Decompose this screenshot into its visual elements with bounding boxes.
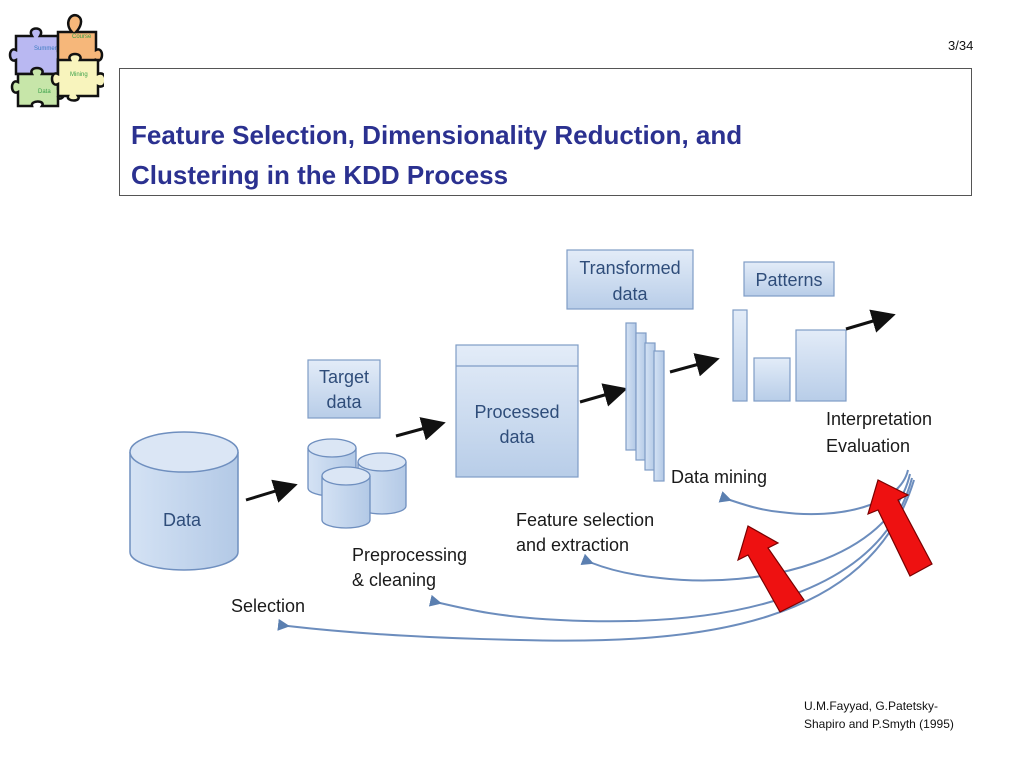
logo-label-course: Course — [72, 34, 92, 40]
patterns-label: Patterns — [755, 270, 822, 290]
step-interpretation-label: Interpretation — [826, 409, 932, 429]
feedback-to-selection — [277, 479, 915, 642]
transformed-data-label-2: data — [612, 284, 648, 304]
target-cylinders-icon — [307, 438, 407, 529]
title-line-1: Feature Selection, Dimensionality Reduct… — [131, 120, 743, 150]
step-data-mining-label: Data mining — [671, 467, 767, 487]
transformed-sheets-icon — [625, 322, 665, 482]
highlight-arrow-feature-selection-icon — [737, 525, 805, 613]
processed-data-box — [455, 344, 579, 478]
puzzle-logo: Summer Course Mining Data — [8, 13, 104, 108]
target-data-box — [307, 359, 381, 419]
arrow-target-to-processed — [395, 417, 446, 441]
target-data-label-1: Target — [319, 367, 369, 387]
feedback-to-feature — [580, 473, 911, 582]
logo-label-mining: Mining — [70, 72, 88, 78]
arrow-data-to-target — [245, 479, 298, 503]
slide-title: Feature Selection, Dimensionality Reduct… — [131, 115, 931, 195]
title-line-2: Clustering in the KDD Process — [131, 160, 509, 190]
step-evaluation-label: Evaluation — [826, 436, 910, 456]
arrow-transformed-to-patterns — [669, 353, 720, 377]
target-data-label-2: data — [326, 392, 362, 412]
patterns-box — [743, 261, 835, 297]
processed-data-label-1: Processed — [474, 402, 559, 422]
highlight-arrow-interpretation-icon — [867, 479, 933, 577]
transformed-data-box — [566, 249, 694, 310]
step-feature-selection-label-1: Feature selection — [516, 510, 654, 530]
step-selection-label: Selection — [231, 596, 305, 616]
logo-label-data: Data — [38, 89, 51, 95]
transformed-data-label-1: Transformed — [579, 258, 680, 278]
citation-line-2: Shapiro and P.Smyth (1995) — [804, 717, 954, 731]
arrow-patterns-to-knowledge — [845, 309, 896, 333]
data-store-label: Data — [163, 510, 202, 530]
step-preprocessing-label-1: Preprocessing — [352, 545, 467, 565]
title-box: Feature Selection, Dimensionality Reduct… — [119, 68, 972, 196]
citation-line-1: U.M.Fayyad, G.Patetsky- — [804, 699, 939, 713]
logo-label-summer: Summer — [34, 46, 57, 52]
page-number: 3/34 — [948, 38, 974, 53]
citation: U.M.Fayyad, G.Patetsky- Shapiro and P.Sm… — [804, 697, 1004, 733]
step-feature-selection-label-2: and extraction — [516, 535, 629, 555]
data-cylinder-icon — [129, 431, 239, 571]
step-preprocessing-label-2: & cleaning — [352, 570, 436, 590]
processed-data-label-2: data — [499, 427, 535, 447]
feedback-to-preprocessing — [428, 477, 913, 623]
patterns-bars-icon — [732, 309, 847, 402]
arrow-processed-to-transformed — [579, 383, 628, 407]
logo-piece-mining — [50, 52, 104, 102]
